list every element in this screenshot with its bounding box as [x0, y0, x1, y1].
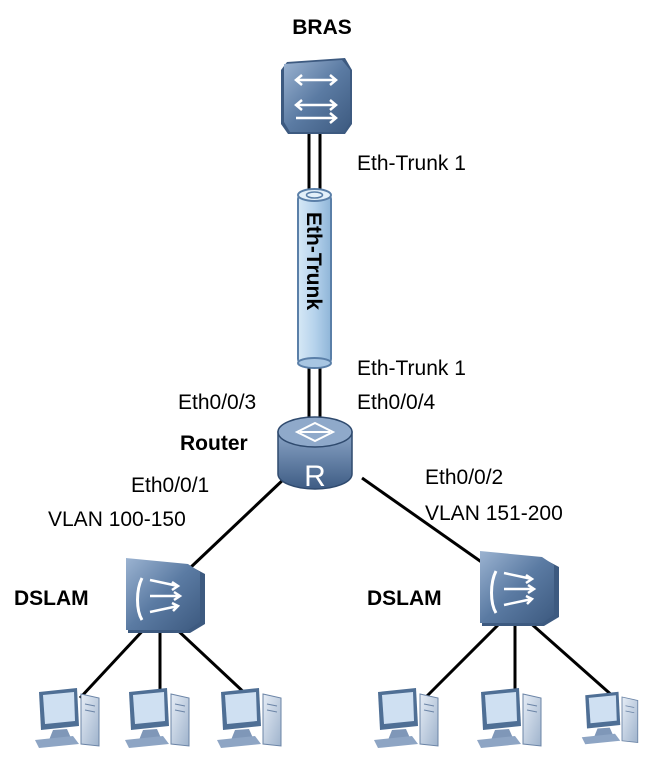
router-icon: R: [277, 416, 353, 493]
bras-switch-icon: [281, 58, 352, 134]
pc-icon: [581, 691, 639, 745]
eth-trunk-cylinder: [297, 188, 332, 369]
port-eth003-label: Eth0/0/3: [178, 391, 256, 414]
link-dslam-left-pc1: [78, 623, 150, 700]
port-eth004-label: Eth0/0/4: [357, 391, 436, 414]
pc-icon: [124, 688, 190, 748]
eth-trunk-top-label: Eth-Trunk 1: [357, 152, 466, 175]
port-eth001-label: Eth0/0/1: [131, 474, 209, 497]
eth-trunk-label: Eth-Trunk: [302, 212, 325, 310]
port-eth002-label: Eth0/0/2: [425, 466, 503, 489]
link-router-dslam-left: [188, 476, 287, 570]
dslam-right-label: DSLAM: [367, 587, 442, 610]
links: [78, 132, 616, 700]
router-label: Router: [180, 432, 248, 455]
vlan-left-label: VLAN 100-150: [48, 508, 186, 531]
link-dslam-right-pc3: [526, 618, 616, 700]
link-dslam-right-pc1: [423, 618, 505, 700]
eth-trunk-bottom-label: Eth-Trunk 1: [357, 357, 466, 380]
pc-icon: [216, 688, 282, 748]
pc-icon: [476, 688, 542, 748]
link-router-dslam-right: [361, 476, 491, 570]
pc-icon: [34, 688, 100, 748]
dslam-right-icon: [480, 551, 559, 626]
router-r-glyph: R: [304, 460, 326, 493]
pc-icon: [373, 688, 439, 748]
dslam-left-icon: [126, 558, 205, 633]
vlan-right-label: VLAN 151-200: [425, 502, 563, 525]
dslam-left-label: DSLAM: [14, 587, 89, 610]
link-dslam-left-pc3: [170, 623, 252, 700]
bras-label: BRAS: [292, 16, 352, 39]
